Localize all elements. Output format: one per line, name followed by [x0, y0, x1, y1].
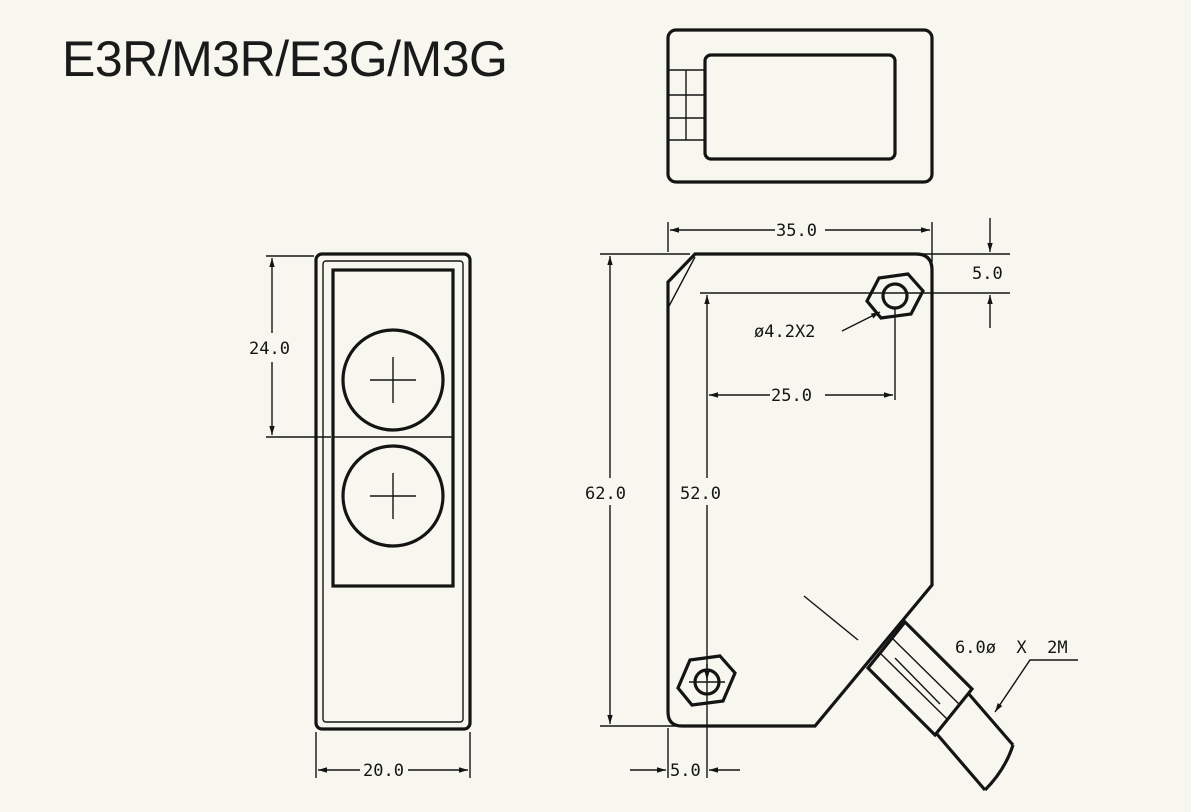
hole-spacing-label: 25.0	[771, 386, 812, 406]
side-view-chamfer	[667, 256, 696, 309]
top-view	[666, 28, 934, 184]
lower-lens	[341, 444, 445, 548]
side-dimensions: 35.0 5.0 ø4.2X2 25.0 62.0 52.0 5.0	[585, 218, 1078, 781]
front-view	[314, 252, 472, 731]
side-view-outline	[666, 252, 934, 728]
front-view-inner-outline	[322, 260, 464, 723]
hole-offset-label: 5.0	[972, 264, 1003, 284]
front-view-lens-window	[331, 268, 455, 588]
top-view-window	[703, 53, 897, 161]
diagram-title: E3R/M3R/E3G/M3G	[62, 31, 508, 87]
side-view	[666, 252, 1015, 792]
side-width-label: 35.0	[776, 221, 817, 241]
front-height-label: 24.0	[249, 339, 290, 359]
top-view-outline	[666, 28, 934, 184]
front-width-label: 20.0	[363, 761, 404, 781]
cable	[803, 595, 1015, 792]
cable-label: 6.0ø X 2M	[955, 638, 1068, 658]
bottom-offset-label: 5.0	[670, 761, 701, 781]
front-view-outline	[314, 252, 472, 731]
hole-spec-label: ø4.2X2	[754, 322, 815, 342]
overall-height-label: 62.0	[585, 484, 626, 504]
front-dimensions: 24.0 20.0	[249, 255, 471, 781]
upper-lens	[341, 328, 445, 432]
top-view-tabs	[668, 69, 705, 141]
hole-height-label: 52.0	[680, 484, 721, 504]
